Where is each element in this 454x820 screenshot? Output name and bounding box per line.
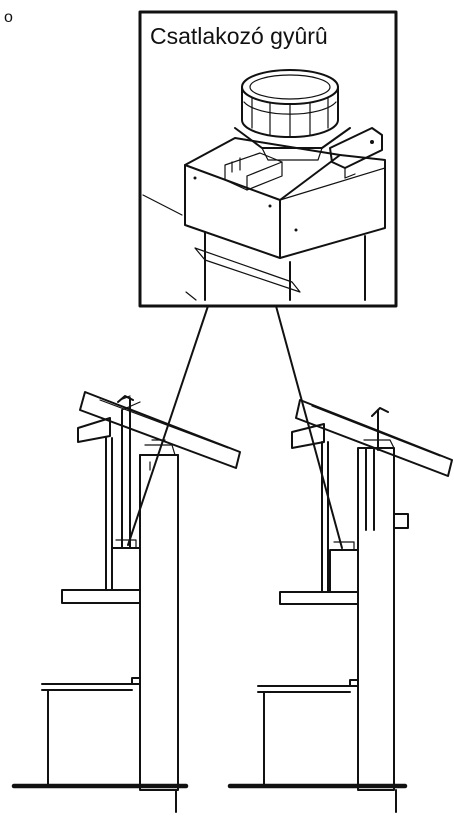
boiler-detail-illustration: [142, 69, 386, 301]
left-installation-section: [11, 391, 241, 813]
right-installation-section: [227, 399, 453, 813]
marker-label: o: [4, 9, 13, 26]
detail-callout-box: Csatlakozó gyûrû: [138, 10, 398, 308]
connector-ring-label: Csatlakozó gyûrû: [150, 23, 328, 49]
